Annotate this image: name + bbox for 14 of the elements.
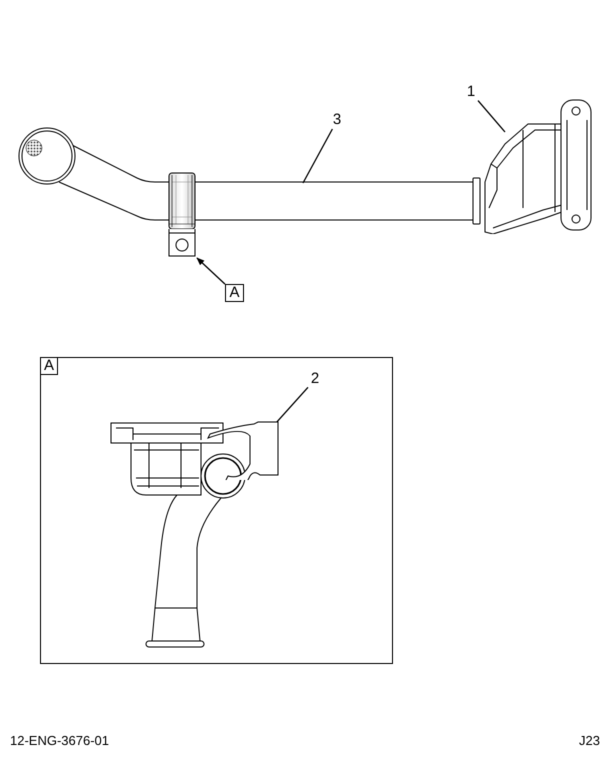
bracket-drawing [206,420,280,480]
callout-number: 1 [464,84,478,101]
sheet-code: J23 [579,733,600,748]
leader-line [302,128,333,184]
detail-view-frame [40,357,393,664]
leader-line [478,100,506,132]
clamp-drawing [168,172,197,258]
arrow [196,257,226,285]
callout-number: 3 [330,112,344,129]
view-reference-label: A [40,357,58,375]
callout-number: 2 [308,371,322,388]
view-reference-label: A [225,284,244,302]
leader-line [276,386,308,422]
drawing-number: 12-ENG-3676-01 [10,733,109,748]
